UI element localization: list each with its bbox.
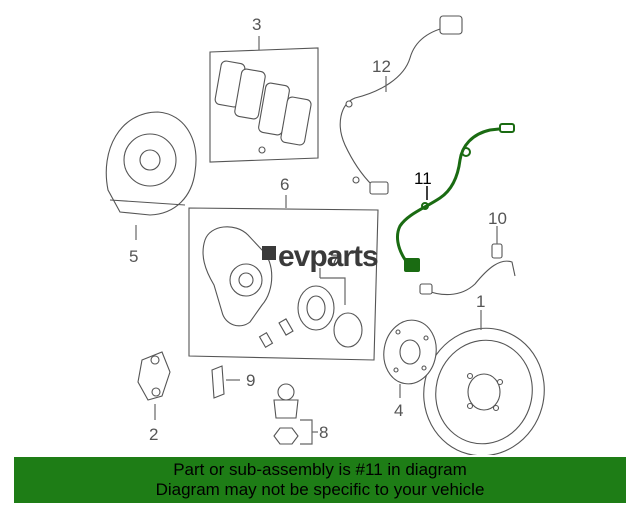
banner-line-2: Diagram may not be specific to your vehi… [155, 480, 485, 499]
callout-3: 3 [252, 15, 261, 34]
callout-11: 11 [414, 169, 432, 188]
part-11-abs-sensor-highlighted[interactable] [395, 123, 515, 272]
banner-line-1: Part or sub-assembly is #11 in diagram [173, 460, 467, 479]
callout-8: 8 [319, 423, 328, 442]
part-9-clip[interactable] [211, 365, 240, 399]
evparts-logo: evparts [262, 240, 379, 273]
callout-6: 6 [280, 175, 289, 194]
callout-7: 7 [330, 251, 339, 270]
part-7-bearing[interactable] [319, 268, 346, 305]
callout-1: 1 [476, 292, 485, 311]
part-12-front-abs-sensor[interactable] [339, 15, 463, 195]
logo-text: evparts [278, 240, 378, 273]
callout-2: 2 [149, 425, 158, 444]
part-6-knuckle-assembly[interactable] [188, 195, 379, 361]
part-2-caliper-bracket[interactable] [137, 351, 171, 420]
callout-12: 12 [372, 57, 391, 76]
part-5-dust-shield[interactable] [105, 111, 197, 240]
callout-5: 5 [129, 247, 138, 266]
callout-9: 9 [246, 371, 255, 390]
brake-parts-diagram: 3 5 6 7 evparts 12 [105, 15, 545, 455]
part-10-brake-hose[interactable] [419, 226, 516, 296]
callout-10: 10 [488, 209, 507, 228]
callout-4: 4 [394, 401, 403, 420]
part-8-ball-joint[interactable] [273, 383, 318, 445]
part-4-wheel-hub[interactable] [379, 316, 441, 398]
info-banner: Part or sub-assembly is #11 in diagram D… [14, 457, 626, 503]
part-3-brake-pads[interactable] [209, 36, 319, 163]
